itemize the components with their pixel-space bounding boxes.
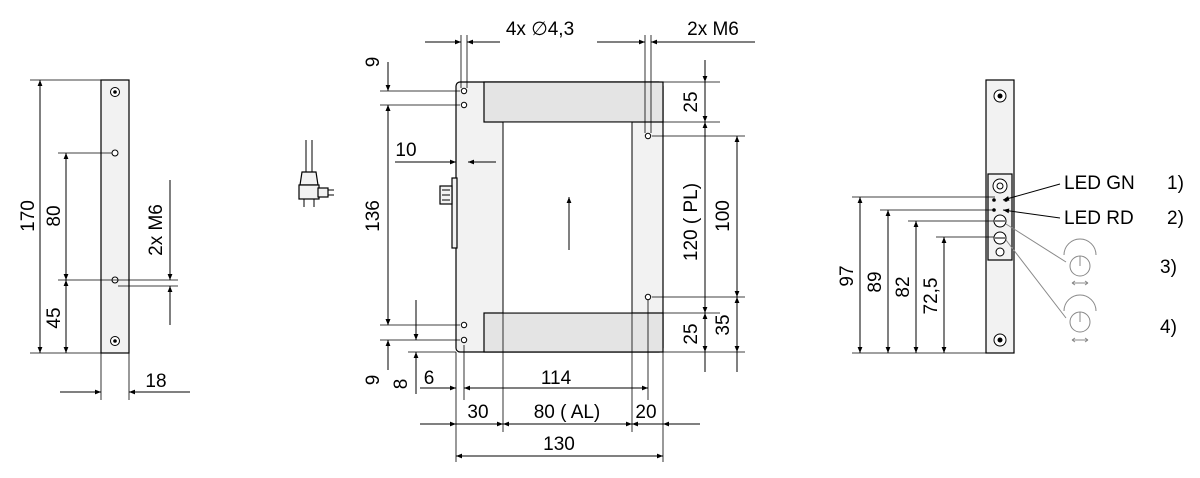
potentiometer-knob-icon — [1063, 238, 1097, 286]
dim-72-5: 72,5 — [921, 278, 942, 315]
bottom-mounting-strip — [483, 312, 664, 353]
dim-97: 97 — [837, 265, 858, 286]
thread-label: 2x M6 — [687, 19, 739, 40]
mounting-hole-icon — [460, 101, 468, 109]
dim-130: 130 — [543, 434, 575, 455]
dim-35: 35 — [713, 314, 734, 335]
thread-hole-icon — [111, 149, 119, 157]
thread-hole-icon — [644, 132, 652, 140]
ref-2: 2) — [1167, 208, 1184, 229]
dim-total-height: 170 — [18, 200, 39, 232]
right-side-view: 97 89 82 72,5 LED GN 1) LED RD 2) 3) — [837, 79, 1184, 354]
mounting-hole-icon — [460, 336, 468, 344]
led-gn-label: LED GN — [1064, 173, 1135, 194]
potentiometer-knob-icon — [1063, 294, 1097, 343]
ref-4: 4) — [1160, 317, 1177, 338]
dim-100: 100 — [713, 200, 734, 232]
dim-hole-spacing: 80 — [44, 205, 65, 226]
dim-height-136: 136 — [363, 200, 384, 232]
dim-protected-length: 120 ( PL) — [681, 183, 702, 261]
cable-connector-icon — [298, 140, 334, 207]
leader-led-rd — [1002, 208, 1061, 219]
sensing-window — [502, 121, 633, 314]
dim-lower-offset: 45 — [44, 307, 65, 328]
dim-25-top: 25 — [681, 91, 702, 112]
dim-bottom-8: 8 — [391, 379, 412, 390]
hole-diameter-label: 4x ∅4,3 — [506, 19, 574, 40]
dim-20: 20 — [635, 402, 656, 423]
left-side-view: 170 80 45 2x M6 18 — [18, 79, 190, 400]
dim-82: 82 — [893, 276, 914, 297]
dim-active-length: 80 ( AL) — [534, 402, 601, 423]
mounting-hole-icon — [460, 87, 468, 95]
thread-label: 2x M6 — [146, 204, 167, 256]
dim-30: 30 — [467, 402, 488, 423]
sensor-side-profile — [100, 79, 130, 354]
dim-89: 89 — [865, 271, 886, 292]
dim-left-10: 10 — [395, 140, 416, 161]
front-view: 4x ∅4,3 2x M6 9 10 136 9 8 6 — [363, 19, 755, 462]
dim-114: 114 — [541, 368, 572, 389]
dim-bottom-6: 6 — [424, 368, 435, 389]
ref-1: 1) — [1167, 173, 1184, 194]
ref-3: 3) — [1160, 257, 1177, 278]
dim-top-9: 9 — [363, 57, 384, 68]
thread-hole-icon — [644, 293, 652, 301]
led-rd-label: LED RD — [1064, 208, 1134, 229]
led-green-icon — [992, 198, 996, 202]
leader-led-gn — [1002, 183, 1061, 201]
top-mounting-strip — [483, 81, 664, 123]
dim-width: 18 — [145, 371, 166, 392]
dim-25-bottom: 25 — [681, 323, 702, 344]
mounting-hole-icon — [460, 321, 468, 329]
dim-bottom-9: 9 — [363, 375, 384, 386]
